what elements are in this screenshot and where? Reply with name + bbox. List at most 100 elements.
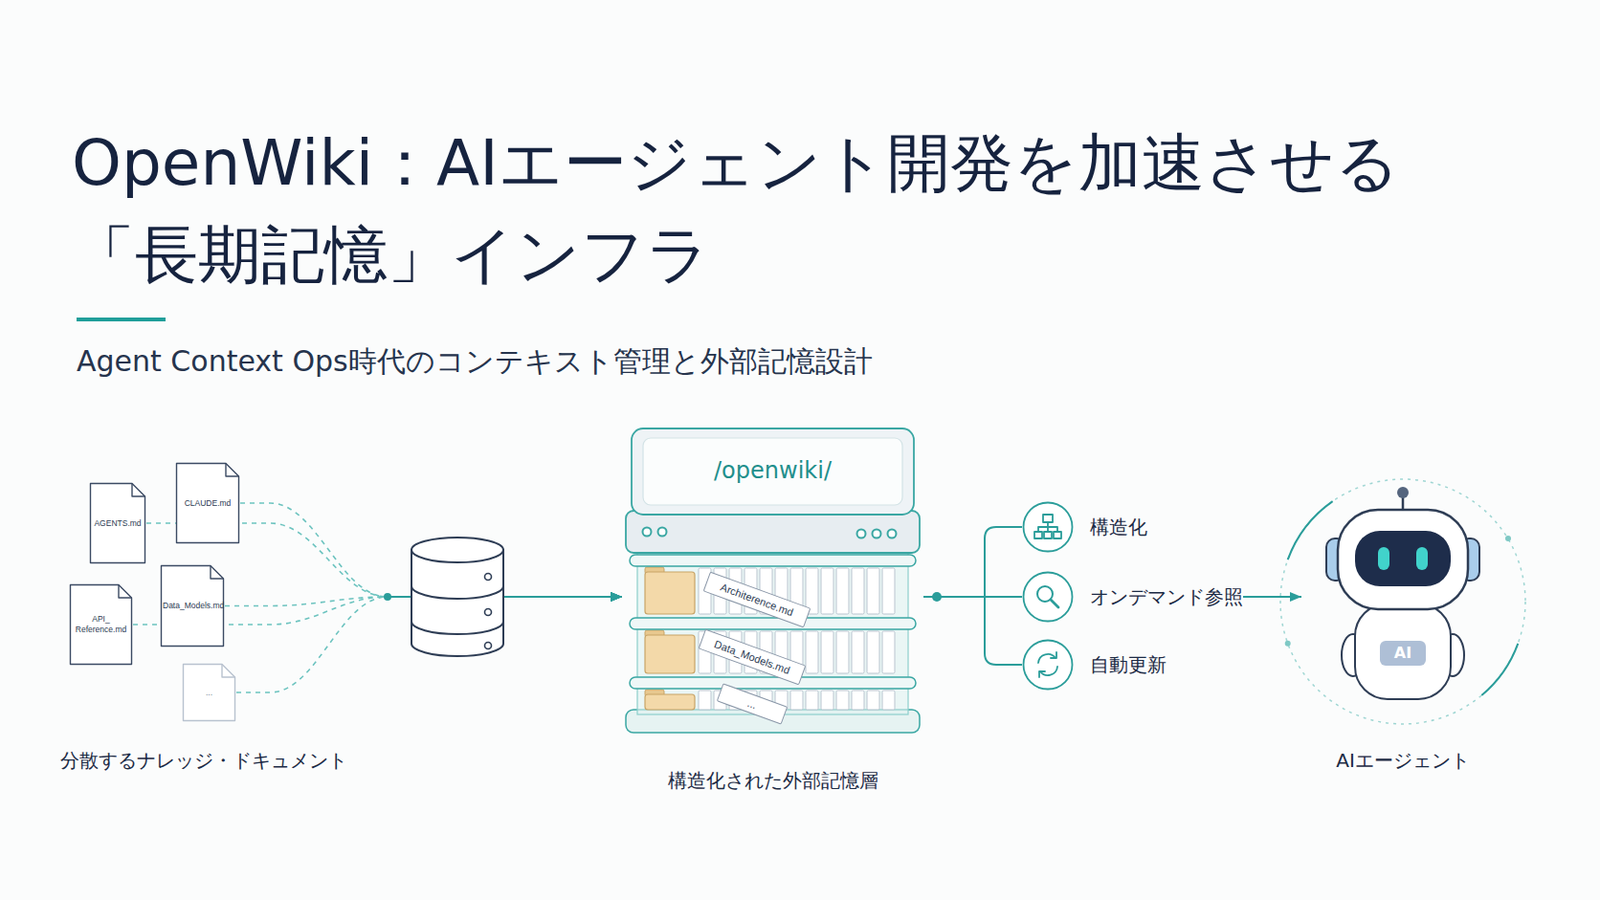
lid-front [625,511,920,554]
edge-group [133,503,1302,693]
robot-head [1337,510,1468,610]
connector [1243,597,1302,599]
file-card [790,690,803,711]
title: OpenWiki：AIエージェント開発を加速させる 「長期記憶」インフラ [71,117,1589,302]
folder [644,572,695,615]
file-card [866,631,880,674]
document-node: CLAUDE.md [175,462,241,545]
file-card [882,690,895,711]
junction-dot [932,592,942,602]
aura-dot [1505,535,1512,542]
agent-robot: AIAIエージェント [1301,483,1505,723]
feature-label: 自動更新 [1089,651,1167,679]
file-name: ... [745,696,758,712]
document-outline [183,665,236,722]
file-card [836,690,849,711]
robot-antenna-ball [1397,487,1409,499]
feature-label: 構造化 [1089,513,1148,541]
cylinder-light [485,574,492,581]
document-fold [132,484,146,498]
icon-stroke [1050,600,1059,608]
connector [923,597,1023,666]
file-card [805,690,819,711]
folder [644,635,695,674]
cylinder-body [411,550,504,657]
connector [224,597,623,607]
document-node: Data_Models.md [159,564,225,648]
feature-icon [1022,571,1074,623]
feature-icon [1022,639,1074,691]
feature-item: オンデマンド参照 [1022,571,1244,623]
tier-slab [629,555,916,567]
document-fold [118,585,133,600]
icon-stroke [1039,671,1045,678]
icon-circle [1023,641,1073,690]
document-fold [210,566,224,580]
icon-stroke [1050,652,1057,659]
status-light [857,530,867,539]
robot-illustration [1301,483,1505,723]
document-outline [161,566,224,647]
file-name: CLAUDE.md [184,498,232,510]
document-outline [90,484,146,564]
storage-server: /openwiki/構造化された外部記憶層Architerence.mdData… [622,422,924,735]
tier-slab [629,677,916,689]
file-card [698,690,712,711]
icon-stroke [1034,532,1062,539]
status-light [658,528,667,537]
cylinder-top [411,537,504,563]
badge-text: AI [1379,641,1426,667]
document-fold [225,464,240,478]
dashed-connector [240,503,388,598]
arrow-line [387,596,623,599]
file-card [866,568,880,615]
status-light [643,528,652,537]
document-node: ... [181,663,237,723]
connector [236,597,623,693]
dashed-connector [224,597,388,607]
aura-arc [1481,644,1518,696]
file-card [882,631,895,674]
file-card [821,631,834,674]
aura-dot [1285,641,1291,647]
robot-body [1355,603,1451,700]
bracket-connector [923,597,1023,666]
label-text: Agent Context Ops時代のコンテキスト管理と外部記憶設計 [76,342,873,381]
file-name: ... [205,688,213,699]
file-name: AGENTS.md [93,518,141,530]
robot-eye [1416,547,1428,571]
icon-stroke [1043,514,1053,523]
document-node: API_ Reference.md [68,583,134,667]
aura-ring [1280,479,1526,725]
tier-slab [629,618,916,630]
arrow-line [387,596,623,599]
connector [923,527,1023,598]
bracket-connector [923,527,1023,598]
arrow-line [387,596,623,599]
file-card [821,568,834,615]
file-card [851,568,865,615]
database-cylinder [411,537,504,657]
document-fold [222,665,236,679]
status-light [872,530,882,539]
file-name: API_ Reference.md [71,614,131,635]
arrow-line [1243,596,1302,599]
file-card [836,631,849,674]
icon-stroke [1038,522,1058,533]
file-name: Data_Models.md [162,600,223,612]
robot-badge [1379,641,1426,667]
dashed-connector [236,597,388,693]
document-outline [177,464,240,544]
accent-bar [76,317,166,322]
file-card [805,631,819,674]
robot-visor [1355,531,1451,587]
cylinder-light [485,609,492,617]
arrow-line [387,596,623,599]
feature-item: 自動更新 [1022,639,1167,691]
cylinder-band [411,586,504,600]
connector [240,503,623,598]
cylinder-band [411,622,504,635]
robot-eye [1377,547,1390,571]
node-caption: AIエージェント [1272,747,1534,775]
